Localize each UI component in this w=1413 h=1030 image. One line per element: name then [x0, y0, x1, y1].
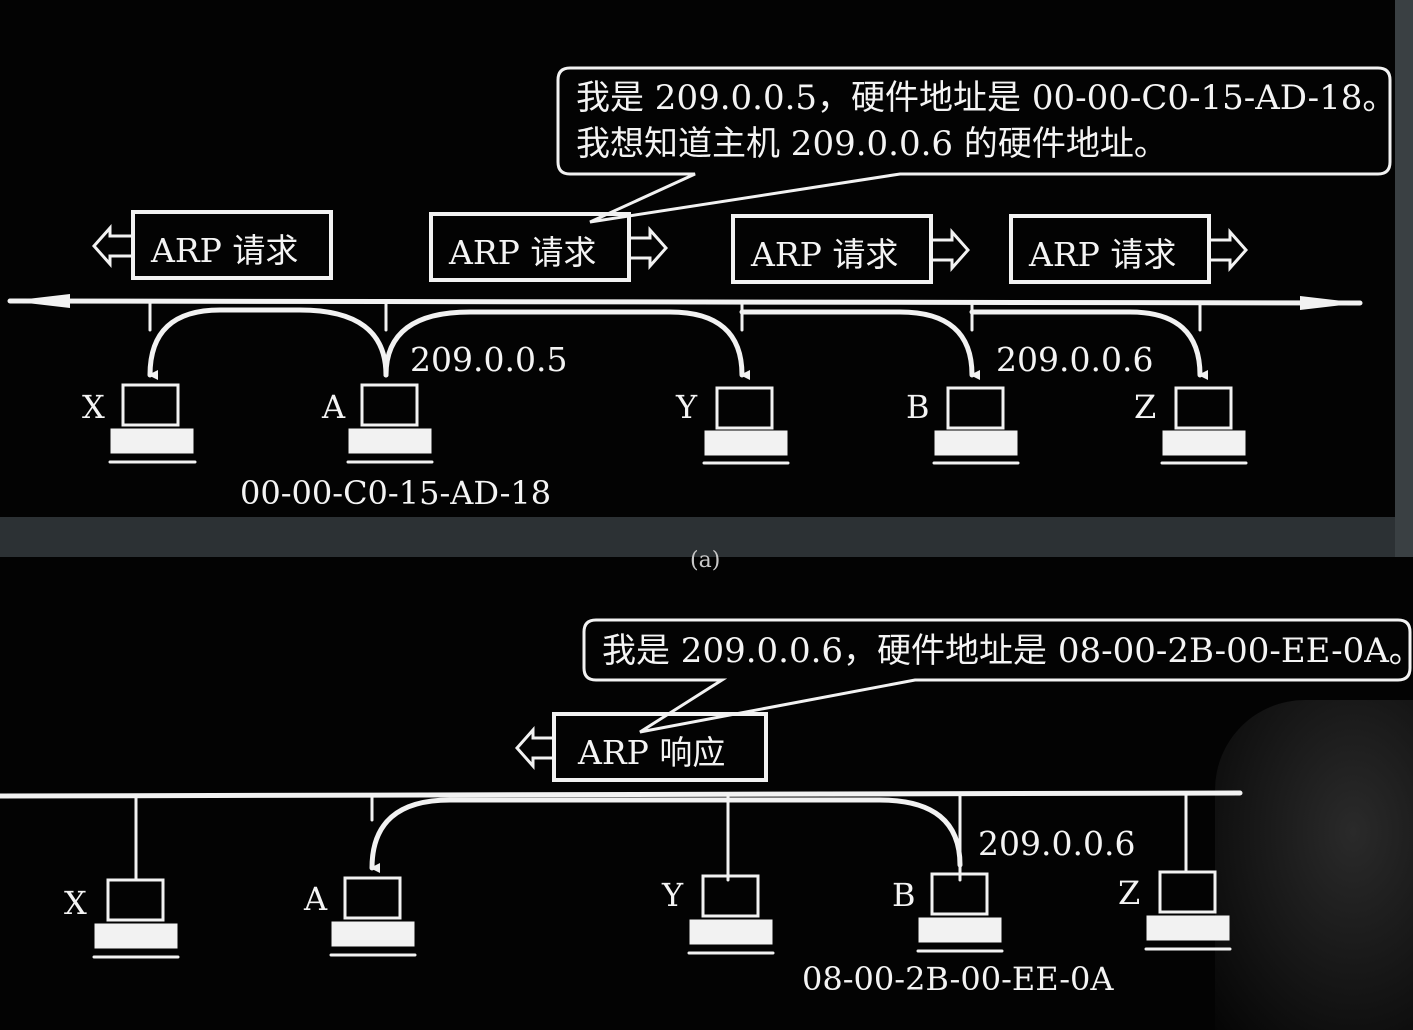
top-bubble-line-2: 我想知道主机 209.0.0.6 的硬件地址。 [576, 121, 1168, 167]
bottom-host-y-icon [689, 876, 773, 953]
bottom-host-b-label: B [892, 876, 916, 914]
bottom-host-x-icon [94, 880, 178, 957]
panel-caption: (a) [690, 548, 720, 573]
top-right-hollow-arrow-1 [629, 230, 666, 266]
top-ip-b: 209.0.0.6 [996, 340, 1153, 379]
top-request-label-4: ARP 请求 [1029, 228, 1176, 276]
bottom-host-x-label: X [64, 884, 87, 922]
top-bus-arrow-left [10, 294, 70, 308]
bottom-host-z-label: Z [1118, 874, 1140, 912]
top-request-label-1: ARP 请求 [151, 224, 298, 272]
top-host-z-label: Z [1134, 388, 1156, 426]
top-host-z-icon [1162, 388, 1246, 463]
bottom-host-z-icon [1146, 872, 1230, 949]
top-request-label-3: ARP 请求 [751, 228, 898, 276]
top-right-hollow-arrow-2 [931, 232, 968, 268]
bottom-ip-b: 209.0.0.6 [978, 824, 1135, 863]
top-left-hollow-arrow [94, 228, 131, 264]
top-host-y-label: Y [676, 388, 697, 426]
top-mac-a: 00-00-C0-15-AD-18 [240, 474, 551, 512]
top-right-hollow-arrow-3 [1209, 232, 1246, 268]
top-bus-arrow-right [1300, 296, 1360, 310]
top-request-label-2: ARP 请求 [449, 226, 596, 274]
bottom-bubble-line-1: 我是 209.0.0.6，硬件地址是 08-00-2B-00-EE-0A。 [602, 628, 1413, 674]
top-host-b-icon [934, 388, 1018, 463]
top-host-y-icon [704, 388, 788, 463]
top-curve-to-b [742, 312, 972, 375]
bottom-host-a-label: A [304, 880, 327, 918]
top-host-x-label: X [82, 388, 105, 426]
bottom-host-a-icon [331, 878, 415, 955]
top-curve-a-to-x [150, 310, 386, 375]
bottom-host-y-label: Y [662, 876, 683, 914]
top-ip-a: 209.0.0.5 [410, 340, 567, 379]
top-host-a-label: A [322, 388, 345, 426]
bottom-reply-label: ARP 响应 [578, 726, 725, 774]
bottom-bus-line [0, 793, 1240, 796]
top-bus-line [10, 301, 1360, 303]
bottom-mac-b: 08-00-2B-00-EE-0A [802, 960, 1113, 998]
bottom-left-hollow-arrow [517, 730, 552, 766]
top-host-x-icon [110, 385, 195, 462]
bottom-host-b-icon [918, 874, 1002, 951]
top-bubble-line-1: 我是 209.0.0.5，硬件地址是 00-00-C0-15-AD-18。 [576, 75, 1396, 121]
bottom-curve-b-to-a [372, 800, 960, 868]
top-host-b-label: B [906, 388, 930, 426]
top-host-a-icon [348, 385, 432, 462]
